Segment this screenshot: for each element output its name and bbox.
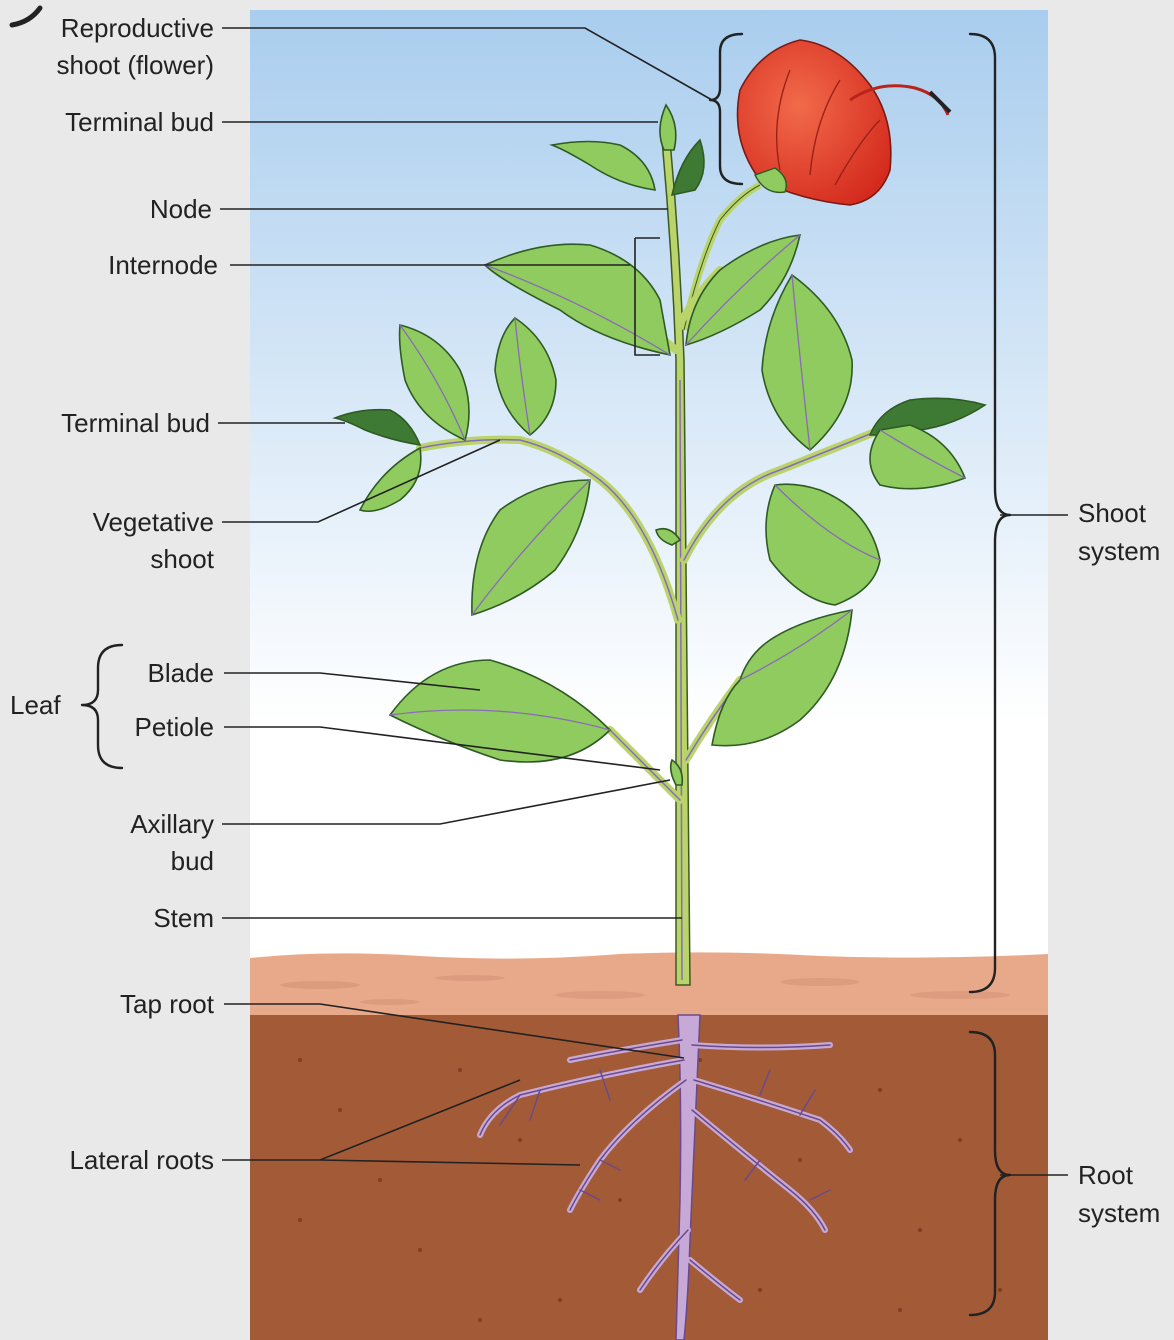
label-petiole: Petiole	[135, 712, 215, 742]
label-stem: Stem	[153, 903, 214, 933]
leaf-bracket	[82, 645, 122, 768]
label-reproductive-shoot-line2: shoot (flower)	[57, 50, 215, 80]
label-axillary-bud-line1: Axillary	[130, 809, 214, 839]
label-internode: Internode	[108, 250, 218, 280]
label-node: Node	[150, 194, 212, 224]
label-vegetative-shoot-line2: shoot	[150, 544, 214, 574]
label-shoot-system-line1: Shoot	[1078, 498, 1147, 528]
label-vegetative-shoot-line1: Vegetative	[93, 507, 214, 537]
label-blade: Blade	[148, 658, 215, 688]
label-terminal-bud-side: Terminal bud	[61, 408, 210, 438]
label-leaf: Leaf	[10, 690, 61, 720]
label-lateral-roots: Lateral roots	[69, 1145, 214, 1175]
label-tap-root: Tap root	[120, 989, 215, 1019]
label-terminal-bud-top: Terminal bud	[65, 107, 214, 137]
label-shoot-system-line2: system	[1078, 536, 1160, 566]
corner-mark	[12, 8, 40, 25]
topsoil-layer	[250, 952, 1048, 1015]
label-reproductive-shoot-line1: Reproductive	[61, 13, 214, 43]
label-root-system-line1: Root	[1078, 1160, 1134, 1190]
label-axillary-bud-line2: bud	[171, 846, 214, 876]
label-root-system-line2: system	[1078, 1198, 1160, 1228]
